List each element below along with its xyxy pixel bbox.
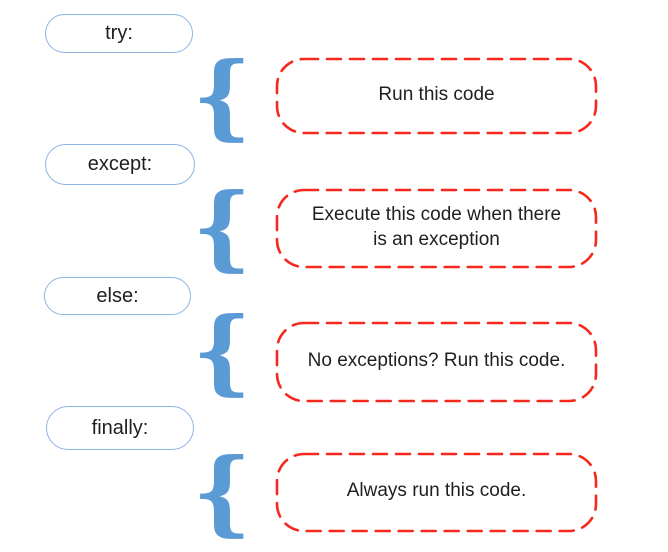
keyword-pill-except: except: — [45, 144, 195, 185]
keyword-pill-else: else: — [44, 277, 191, 315]
keyword-label: except: — [87, 153, 153, 175]
code-description: Always run this code. — [346, 480, 527, 502]
curly-brace-icon: { — [192, 173, 252, 281]
keyword-label: finally: — [91, 416, 149, 439]
code-description: No exceptions? Run this code. — [307, 349, 566, 371]
code-box-finally: Always run this code. — [275, 452, 598, 533]
dashed-border — [275, 452, 598, 533]
dashed-border — [275, 321, 598, 403]
code-box-try: Run this code — [275, 57, 598, 135]
keyword-pill-finally: finally: — [46, 406, 194, 450]
keyword-label: else: — [96, 284, 139, 307]
keyword-label: try: — [105, 22, 133, 44]
curly-brace-icon: { — [192, 297, 252, 405]
code-description: Execute this code when there is an excep… — [311, 203, 562, 250]
code-box-else: No exceptions? Run this code. — [275, 321, 598, 403]
keyword-pill-try: try: — [45, 14, 193, 53]
curly-brace-icon: { — [192, 42, 252, 150]
dashed-border — [275, 188, 598, 269]
code-box-except: Execute this code when there is an excep… — [275, 188, 598, 269]
code-description: Run this code — [378, 83, 495, 105]
curly-brace-icon: { — [192, 438, 252, 546]
